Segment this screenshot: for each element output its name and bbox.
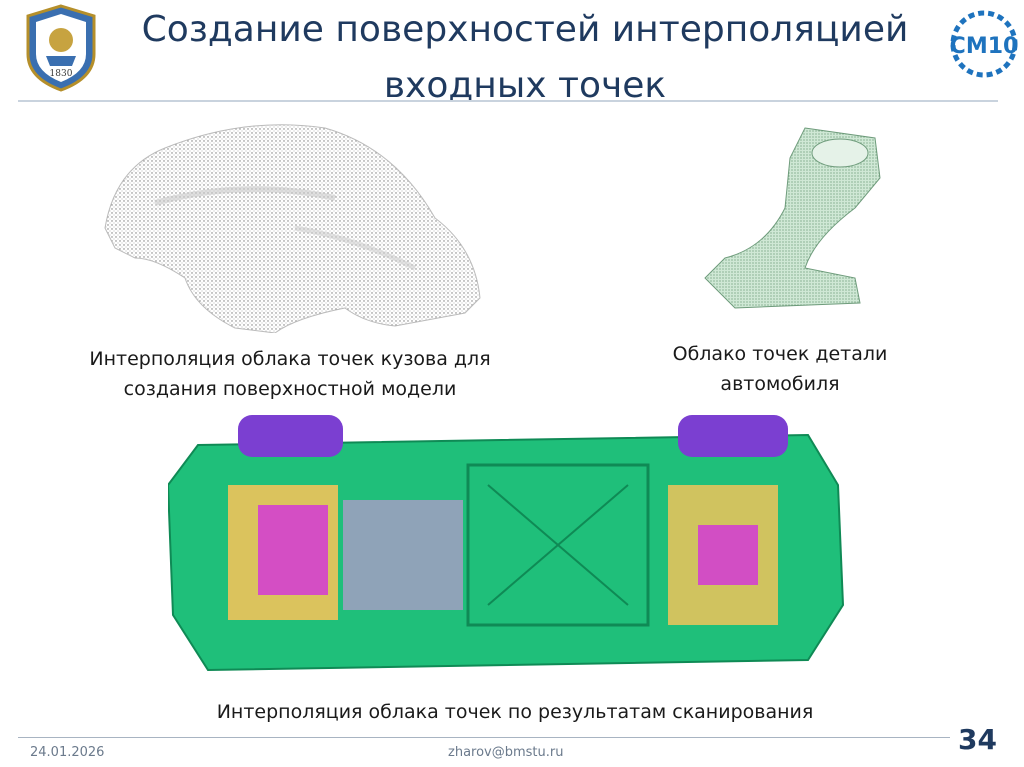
logo-text: СМ10 (950, 34, 1019, 59)
slide-title: Создание поверхностей интерполяцией вход… (141, 9, 909, 106)
part-cloud-caption: Облако точек детали автомобиля (672, 343, 888, 395)
page-number: 34 (958, 723, 997, 756)
footer-date: 24.01.2026 (30, 745, 105, 760)
car-cloud-caption: Интерполяция облака точек кузова для соз… (89, 348, 491, 400)
chassis-scan-image (168, 415, 845, 672)
sm10-logo: СМ10 (950, 10, 1019, 78)
title-divider (18, 100, 998, 102)
chassis-caption: Интерполяция облака точек по результатам… (216, 701, 814, 723)
footer-email: zharov@bmstu.ru (448, 745, 564, 760)
emblem-year: 1830 (50, 69, 73, 79)
university-emblem: 1830 (26, 4, 96, 92)
car-body-point-cloud-image (104, 124, 481, 333)
footer-divider (18, 737, 950, 738)
car-part-point-cloud-image (704, 127, 881, 309)
